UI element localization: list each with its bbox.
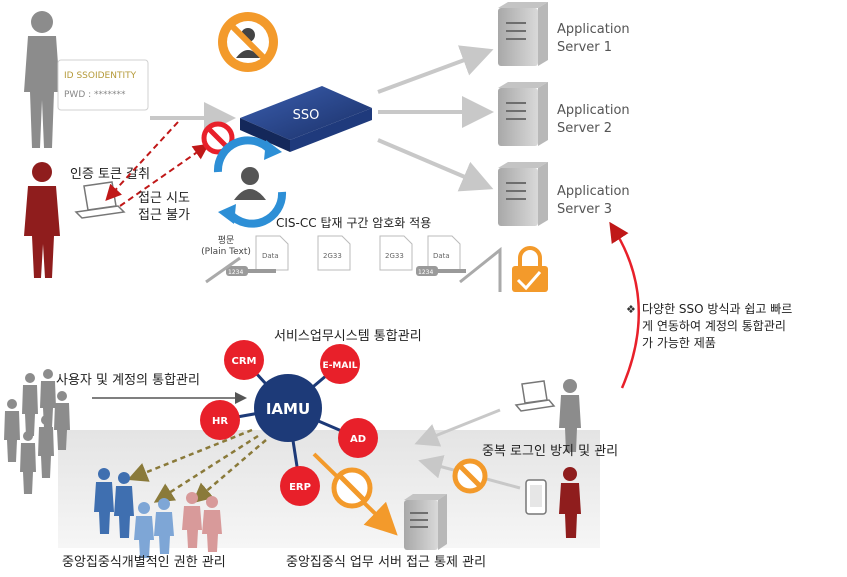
sync-user-icon [213, 136, 287, 228]
server3-line1: Application [557, 184, 630, 199]
lock-icon [512, 246, 548, 292]
sso-to-server1-arrow [377, 45, 494, 94]
attacker-figure-2 [559, 467, 581, 538]
data-document-1: Data [255, 235, 289, 271]
orange-prohibited-icon-2 [452, 458, 488, 494]
encryption-label: CIS-CC 탑재 구간 암호화 적용 [276, 216, 431, 230]
central-server-label: 중앙집중식 업무 서버 접근 통제 관리 [286, 555, 486, 570]
data-document-2: 2G33 [317, 235, 351, 271]
id-card-password: PWD : ******* [64, 90, 126, 100]
prohibited-user-icon [218, 12, 278, 72]
iamu-hub: IAMU [254, 374, 322, 442]
central-rights-label: 중앙집중식개별적인 권한 관리 [62, 555, 226, 570]
key-label-1: 1234 [228, 269, 243, 276]
note-bullet: ❖ [626, 303, 636, 316]
remote-laptop-icon [514, 380, 556, 412]
data-path-left [205, 256, 241, 284]
application-server-2: Application Server 2 [498, 82, 630, 146]
node-crm-label: CRM [232, 356, 257, 367]
data-document-4: Data [427, 235, 461, 271]
rights-arrows [127, 428, 267, 504]
service-title-label: 서비스업무시스템 통합관리 [274, 329, 422, 344]
attacker-figure [24, 162, 60, 278]
business-server [404, 494, 447, 550]
node-crm: CRM [224, 340, 264, 380]
server3-line2: Server 3 [557, 202, 612, 217]
plain-text-label-2: (Plain Text) [201, 247, 251, 257]
node-ad: AD [338, 418, 378, 458]
mobile-phone-icon [525, 479, 547, 515]
node-email-label: E-MAIL [323, 361, 358, 371]
id-card-title: ID SSOIDENTITY [64, 71, 137, 81]
note-line-1: 다양한 SSO 방식과 쉽고 빠르 [642, 302, 792, 316]
managed-users-lightblue [134, 498, 174, 558]
doc-label-4: Data [433, 252, 450, 260]
sso-label: SSO [293, 108, 320, 123]
laptop-login-arrow [414, 408, 501, 447]
application-server-3: Application Server 3 [498, 162, 630, 226]
managed-users-pink [182, 492, 222, 552]
doc-label-1: Data [262, 252, 279, 260]
hub-label: IAMU [266, 400, 310, 418]
remote-user-figure [559, 379, 581, 452]
authorized-user-figure [24, 11, 60, 148]
plain-text-label-1: 평문 [218, 235, 235, 246]
key-label-2: 1234 [418, 269, 433, 276]
server1-line1: Application [557, 22, 630, 37]
key-icon-1: 1234 [226, 266, 276, 276]
sso-to-server3-arrow [377, 138, 494, 192]
server2-line1: Application [557, 103, 630, 118]
data-document-3: 2G33 [379, 235, 413, 271]
node-erp-label: ERP [289, 482, 311, 493]
dup-login-label: 중복 로그인 방지 및 관리 [482, 444, 618, 459]
orange-prohibited-icon-1 [331, 467, 373, 509]
token-theft-label: 인증 토큰 갈취 [70, 167, 150, 182]
node-hr-label: HR [212, 416, 228, 427]
doc-label-3: 2G33 [385, 252, 404, 260]
key-icon-2: 1234 [416, 266, 466, 276]
node-email: E-MAIL [320, 344, 360, 384]
server2-line2: Server 2 [557, 121, 612, 136]
managed-users-blue [94, 468, 134, 538]
server1-line2: Server 1 [557, 40, 612, 55]
access-attempt-arrow [119, 143, 210, 207]
note-line-3: 가 가능한 제품 [642, 336, 716, 350]
node-hr: HR [200, 400, 240, 440]
return-arrow [609, 221, 641, 389]
access-denied-label: 접근 불가 [138, 208, 190, 223]
application-server-1: Application Server 1 [498, 2, 630, 66]
prohibited-icon [201, 121, 235, 155]
user-account-label: 사용자 및 계정의 통합관리 [56, 373, 200, 388]
doc-label-2: 2G33 [323, 252, 342, 260]
sso-server-box: SSO [240, 86, 372, 152]
node-ad-label: AD [350, 434, 366, 445]
id-card: ID SSOIDENTITY PWD : ******* [57, 59, 149, 111]
access-attempt-label: 접근 시도 [138, 191, 190, 206]
token-theft-arrow [105, 121, 179, 201]
user-crowd [4, 369, 70, 494]
node-erp: ERP [280, 466, 320, 506]
note-line-2: 게 연동하여 계정의 통합관리 [642, 319, 786, 333]
data-path-right [459, 246, 502, 292]
laptop-icon [74, 181, 126, 219]
